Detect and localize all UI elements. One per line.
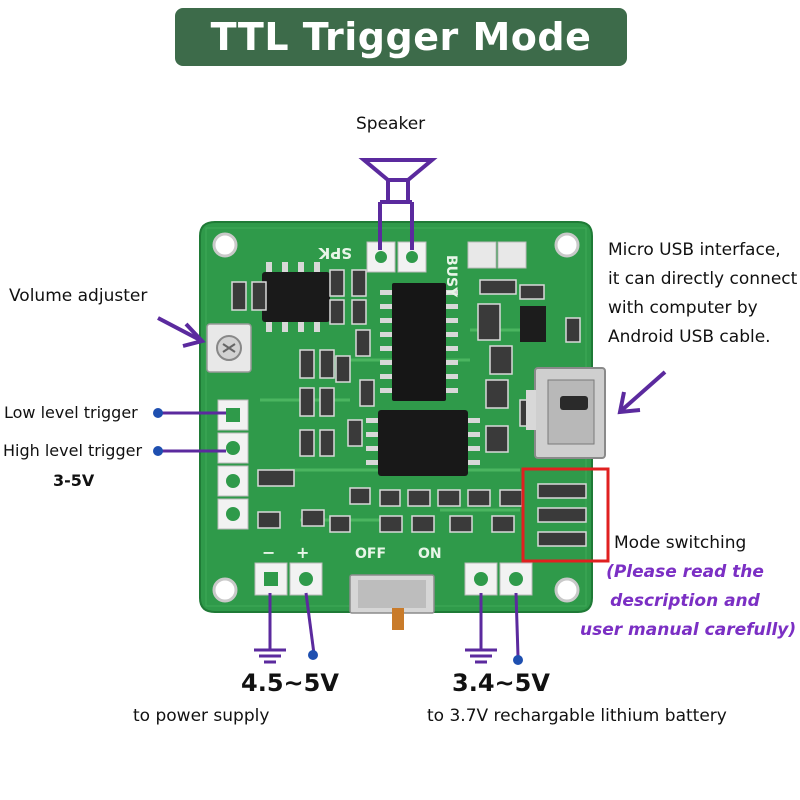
battery-wiring — [465, 592, 520, 664]
usb-line-2: it can directly connect — [608, 269, 798, 289]
pcb-spk-label: SPK — [317, 244, 352, 262]
power-wiring — [254, 592, 316, 664]
power-positive-dot — [308, 650, 318, 660]
pcb-on-label: ON — [418, 546, 442, 562]
speaker-icon — [358, 158, 438, 250]
usb-line-4: Android USB cable. — [608, 327, 771, 347]
usb-connector — [526, 367, 606, 459]
mode-note-line-2: description and — [610, 591, 760, 611]
usb-line-1: Micro USB interface, — [608, 240, 781, 260]
volume-arrow — [157, 316, 206, 348]
usb-line-3: with computer by — [608, 298, 758, 318]
power-caption: to power supply — [133, 706, 270, 726]
chips — [262, 262, 546, 476]
mode-switching-highlight — [521, 467, 610, 563]
mode-note-line-1: (Please read the — [606, 562, 764, 582]
page-title: TTL Trigger Mode — [210, 15, 592, 59]
pcb-minus-label: − — [262, 543, 275, 562]
trigger-pads — [217, 399, 249, 530]
usb-arrow — [617, 370, 667, 415]
trigger-voltage-label: 3-5V — [53, 471, 95, 490]
mode-note: (Please read the description and user ma… — [580, 558, 797, 645]
slide-switch — [349, 574, 435, 630]
mode-switching-label: Mode switching — [614, 533, 747, 553]
battery-caption: to 3.7V rechargable lithium battery — [427, 706, 727, 726]
pcb-plus-label: + — [296, 543, 309, 562]
smd-components — [231, 269, 587, 547]
battery-pads — [464, 562, 533, 596]
pcb-busy-label: BUSY — [443, 255, 459, 298]
volume-label: Volume adjuster — [9, 286, 148, 306]
power-voltage-label: 4.5~5V — [241, 669, 339, 697]
high-trigger-label: High level trigger — [3, 441, 143, 460]
speaker-label: Speaker — [356, 114, 426, 134]
usb-description: Micro USB interface, it can directly con… — [608, 236, 797, 352]
pcb-off-label: OFF — [355, 546, 386, 562]
battery-positive-dot — [513, 655, 523, 665]
low-trigger-label: Low level trigger — [4, 403, 138, 422]
battery-voltage-label: 3.4~5V — [452, 669, 550, 697]
trigger-lines — [153, 408, 226, 456]
volume-potentiometer — [206, 323, 252, 373]
mode-note-line-3: user manual carefully) — [580, 620, 797, 640]
title-banner: TTL Trigger Mode — [175, 8, 627, 66]
